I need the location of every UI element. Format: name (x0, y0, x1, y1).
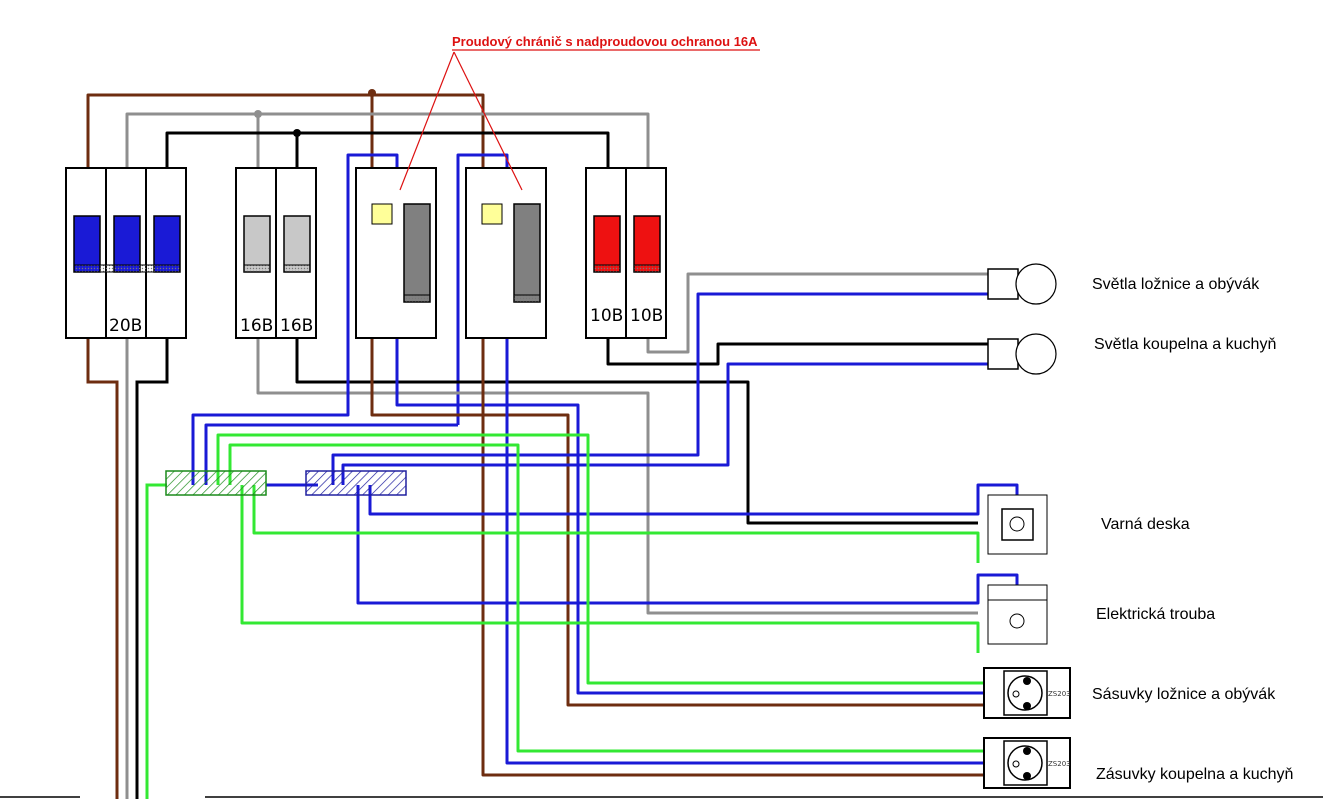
rcd2-neutral-in (456, 153, 509, 425)
light2-phase (606, 338, 988, 366)
light-bulb-1 (987, 263, 1057, 305)
light-bulb-1-socket (987, 268, 1019, 300)
socket-1: ZS203 (983, 667, 1071, 719)
incoming-pe (145, 483, 167, 799)
breakers-10b: 10B 10B (585, 167, 667, 339)
neutral-bus-bar (305, 470, 407, 496)
annotation-pointer-1 (399, 51, 455, 191)
oven-pe (240, 485, 980, 653)
rcbo-1-lever (403, 203, 431, 303)
incoming-cable (86, 338, 169, 799)
feed-wire-grey (125, 112, 650, 168)
sockets1-phase (370, 338, 985, 707)
light-bulb-1-icon (1015, 263, 1057, 305)
oven-neutral (356, 485, 1019, 605)
main-breaker-lever-3 (153, 215, 181, 273)
nbar1-feed (191, 340, 350, 485)
breakers-16b: 16B 16B (235, 167, 317, 339)
rcbo-2-lever (513, 203, 541, 303)
socket-1-icon (1007, 675, 1043, 711)
breaker-16b-1-lever (243, 215, 271, 273)
load-label-lights-bedroom: Světla ložnice a obývák (1092, 276, 1260, 293)
oven (987, 584, 1048, 645)
load-label-lights-bathroom: Světla koupelna a kuchyň (1094, 336, 1276, 353)
socket-2-icon (1007, 745, 1043, 781)
cooktop (987, 494, 1048, 555)
oven-phase (256, 338, 978, 615)
rcbo-2 (465, 167, 547, 339)
breaker-16b-2-rating: 16B (280, 316, 313, 336)
rcbo-1 (355, 167, 437, 339)
breaker-16b-1-rating: 16B (240, 316, 273, 336)
light1-neutral (331, 292, 988, 485)
light-bulb-2 (987, 333, 1057, 375)
light-bulb-2-icon (1015, 333, 1057, 375)
cooktop-burner-icon (1009, 516, 1025, 532)
rcbo-annotation: Proudový chránič s nadproudovou ochranou… (399, 34, 760, 191)
breaker-10b-1-lever (593, 215, 621, 273)
circuit-wires (191, 272, 1019, 777)
main-breaker-20b: 20B (65, 167, 187, 339)
pe-bus-bar (165, 470, 267, 496)
sockets2-pe (228, 443, 985, 753)
annotation-pointer-2 (453, 51, 523, 191)
sockets1-neutral (395, 338, 985, 695)
sockets1-pe (216, 433, 985, 685)
rcd1-neutral-in (346, 153, 399, 340)
sockets2-neutral (505, 338, 985, 765)
junction-dot-black (293, 129, 301, 137)
light1-phase (646, 272, 988, 354)
nbar-feed-2 (204, 423, 458, 485)
junction-dot-grey (254, 110, 262, 118)
cooktop-pe (252, 485, 980, 563)
main-breaker-tie-bar (73, 264, 181, 273)
cooktop-neutral (368, 483, 1019, 516)
junction-dot-brown (368, 89, 376, 97)
socket-1-mark: ZS203 (1048, 690, 1071, 698)
sockets2-phase (481, 338, 985, 777)
incoming-brown (86, 338, 119, 799)
feed-wire-black (165, 131, 610, 168)
main-breaker-rating: 20B (109, 316, 142, 336)
load-label-sockets-bedroom: Sásuvky ložnice a obývák (1092, 686, 1276, 703)
main-breaker-lever-2 (113, 215, 141, 273)
breaker-10b-2-rating: 10B (630, 306, 663, 326)
light-bulb-2-socket (987, 338, 1019, 370)
breaker-16b-2-lever (283, 215, 311, 273)
socket-2-mark: ZS203 (1048, 760, 1071, 768)
load-label-oven: Elektrická trouba (1096, 606, 1215, 623)
rcbo-1-test-button (371, 203, 393, 225)
socket-2: ZS203 (983, 737, 1071, 789)
feed-wires (86, 93, 650, 425)
breaker-10b-2-lever (633, 215, 661, 273)
load-label-sockets-bathroom: Zásuvky koupelna a kuchyň (1096, 766, 1293, 783)
oven-knob-icon (1009, 613, 1025, 629)
annotation-text: Proudový chránič s nadproudovou ochranou… (452, 34, 758, 49)
rcbo-2-test-button (481, 203, 503, 225)
incoming-black (135, 338, 169, 799)
load-label-cooktop: Varná deska (1101, 516, 1190, 533)
main-breaker-lever-1 (73, 215, 101, 273)
cooktop-phase (295, 338, 978, 525)
breaker-10b-1-rating: 10B (590, 306, 623, 326)
